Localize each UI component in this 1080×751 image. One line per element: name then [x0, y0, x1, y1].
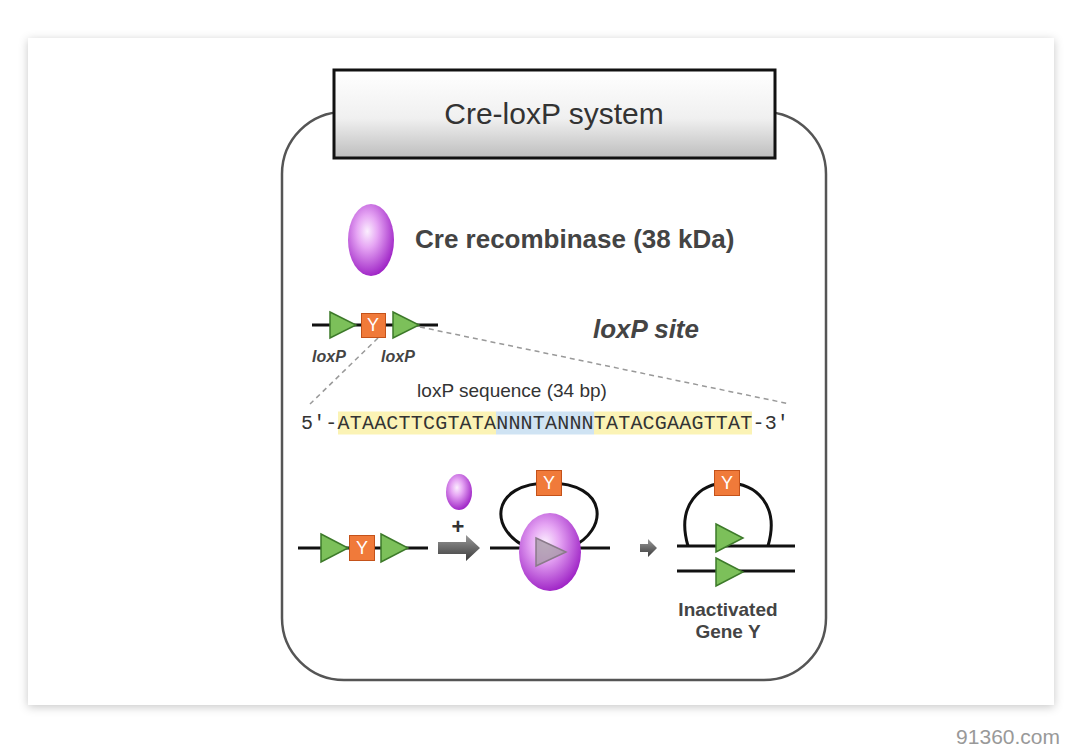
gene-box: Y — [361, 313, 386, 338]
protein-label: Cre recombinase (38 kDa) — [415, 225, 734, 255]
floxed-gene — [298, 534, 428, 562]
recombination-complex — [490, 483, 610, 591]
title-text: Cre-loxP system — [444, 97, 664, 132]
site-label: loxP — [381, 348, 415, 366]
gene-box: Y — [349, 535, 375, 561]
gene-box: Y — [536, 470, 562, 496]
cre-icon — [348, 204, 394, 276]
plus-sign: + — [452, 514, 465, 539]
process-arrow — [640, 539, 657, 557]
gene-label: Y — [356, 539, 368, 557]
site-label: loxP — [312, 348, 346, 366]
gene-label: Y — [721, 474, 733, 492]
gene-label: Y — [367, 316, 379, 334]
sequence-caption: loxP sequence (34 bp) — [417, 380, 607, 402]
sequence-text: 5'-ATAACTTCGTATANNNTANNNTATACGAAGTTAT-3' — [301, 412, 789, 435]
result-label: Inactivated Gene Y — [658, 599, 798, 643]
section-label: loxP site — [593, 315, 699, 345]
gene-box: Y — [714, 470, 740, 496]
watermark: 91360.com — [956, 725, 1060, 749]
top-construct — [310, 312, 790, 404]
card — [28, 38, 1054, 705]
cre-icon-small — [446, 474, 472, 510]
title-box — [334, 70, 775, 158]
panel-outline — [282, 112, 826, 680]
excised-circle — [677, 483, 795, 586]
gene-label: Y — [543, 474, 555, 492]
